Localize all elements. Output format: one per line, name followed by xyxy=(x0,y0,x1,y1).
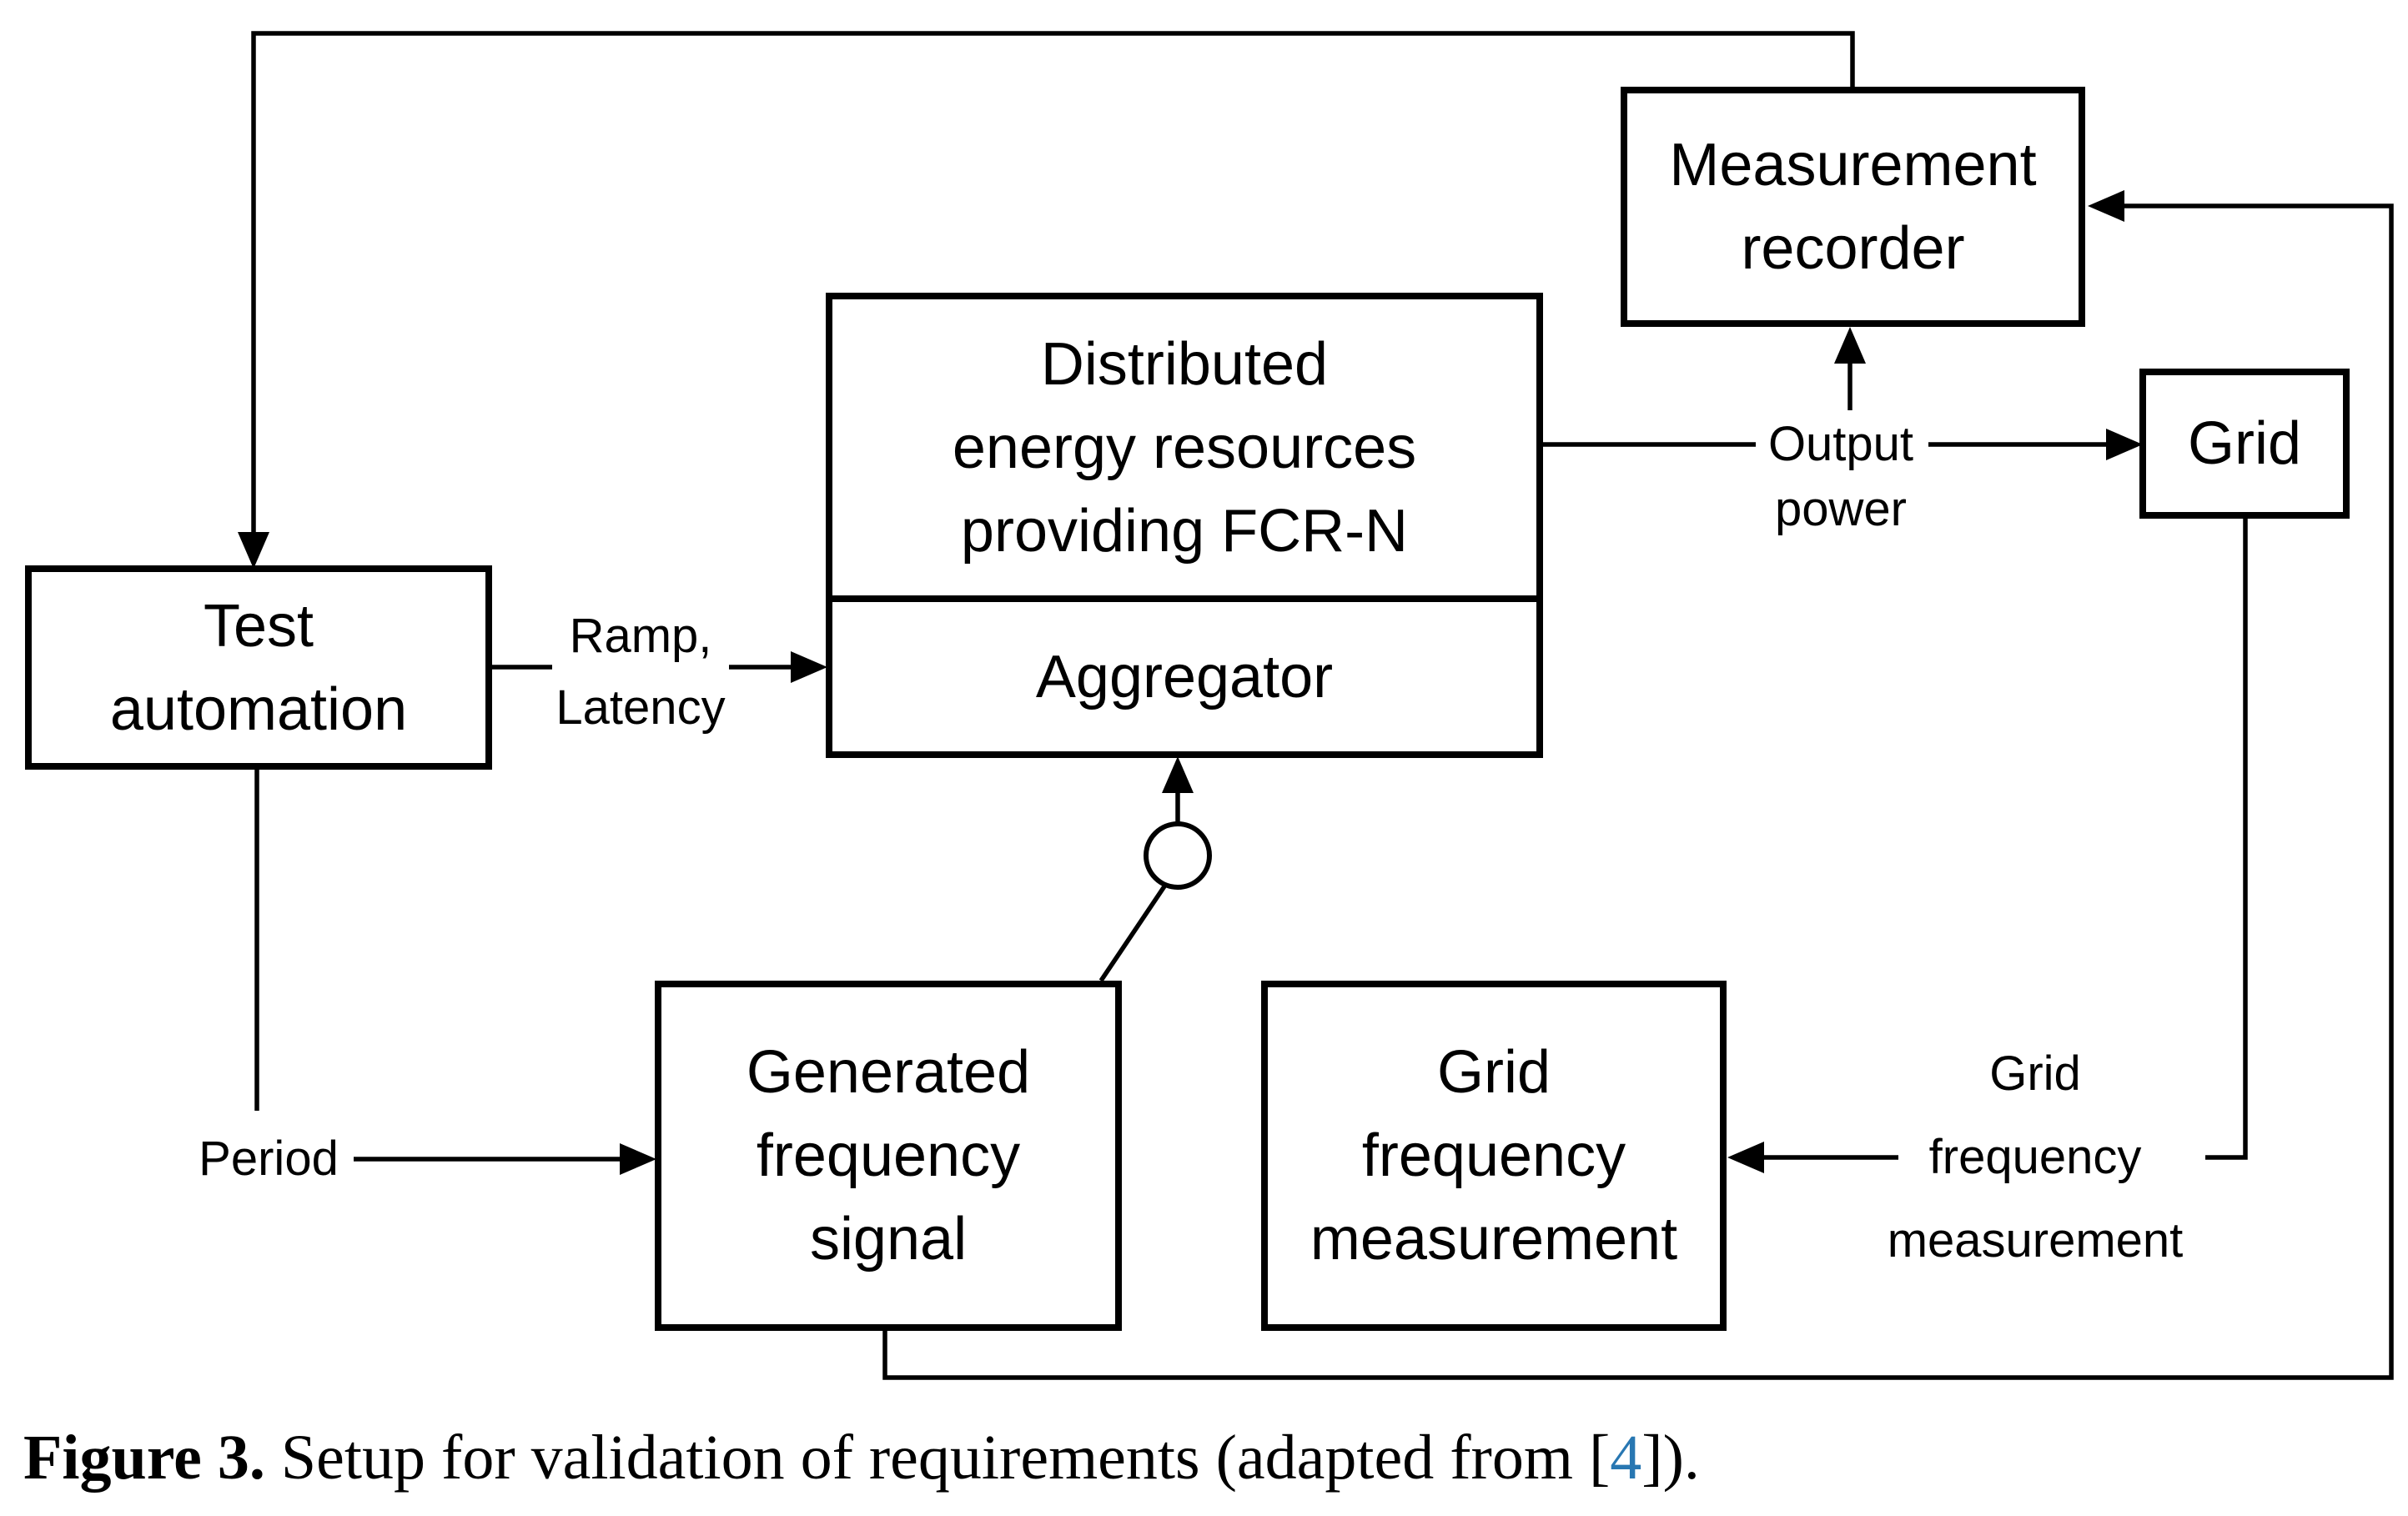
node-grid: Grid xyxy=(2139,369,2350,519)
reference-link-4[interactable]: 4 xyxy=(1610,1423,1642,1493)
edge-label-ramp-latency: Ramp, Latency xyxy=(555,609,726,735)
arrowhead-into-recorder-right xyxy=(2088,190,2124,222)
arrowhead-into-aggregator-left xyxy=(791,651,827,683)
grid-label: Grid xyxy=(2187,410,2302,477)
edge-label-period: Period xyxy=(199,1132,339,1186)
connector-grid-down xyxy=(2205,518,2248,1160)
edge-label-output-power: Output power xyxy=(1767,417,1914,536)
generated-frequency-signal-label: Generated frequency signal xyxy=(746,1039,1031,1273)
arrowhead-into-grid xyxy=(2106,429,2143,460)
measurement-recorder-label: Measurement recorder xyxy=(1669,132,2037,282)
node-test-automation: Test automation xyxy=(25,565,492,770)
arrowhead-into-grid-frequency-measurement xyxy=(1727,1142,1764,1173)
figure-caption-suffix: ]). xyxy=(1641,1423,1700,1493)
der-label: Distributed energy resources providing F… xyxy=(952,330,1417,565)
node-measurement-recorder: Measurement recorder xyxy=(1621,87,2085,327)
edge-label-grid-frequency-measurement: Grid frequency measurement xyxy=(1887,1047,2184,1268)
node-aggregator: Aggregator xyxy=(832,602,1536,751)
arrowhead-into-generated-frequency xyxy=(620,1143,656,1175)
switch-contact-icon xyxy=(1144,821,1212,890)
connector-recorder-to-test-automation xyxy=(251,31,1855,535)
arrowhead-into-aggregator-bottom xyxy=(1162,756,1194,793)
figure-caption-text: Setup for validation of requirements (ad… xyxy=(264,1423,1611,1493)
test-automation-label: Test automation xyxy=(109,592,408,743)
aggregator-label: Aggregator xyxy=(1035,643,1334,710)
node-der-aggregator: Distributed energy resources providing F… xyxy=(826,293,1543,758)
arrowhead-into-recorder-bottom xyxy=(1834,327,1866,364)
node-generated-frequency-signal: Generated frequency signal xyxy=(655,981,1122,1331)
node-der: Distributed energy resources providing F… xyxy=(832,299,1536,602)
arrowhead-into-test-automation xyxy=(238,532,269,569)
grid-frequency-measurement-label: Grid frequency measurement xyxy=(1310,1039,1678,1273)
connector-genfreq-to-recorder xyxy=(882,203,2394,1380)
switch-diagonal-lever xyxy=(1098,882,1169,982)
figure-caption: Figure 3. Setup for validation of requir… xyxy=(23,1418,2109,1498)
node-grid-frequency-measurement: Grid frequency measurement xyxy=(1261,981,1727,1331)
figure-caption-number: Figure 3. xyxy=(23,1423,265,1493)
